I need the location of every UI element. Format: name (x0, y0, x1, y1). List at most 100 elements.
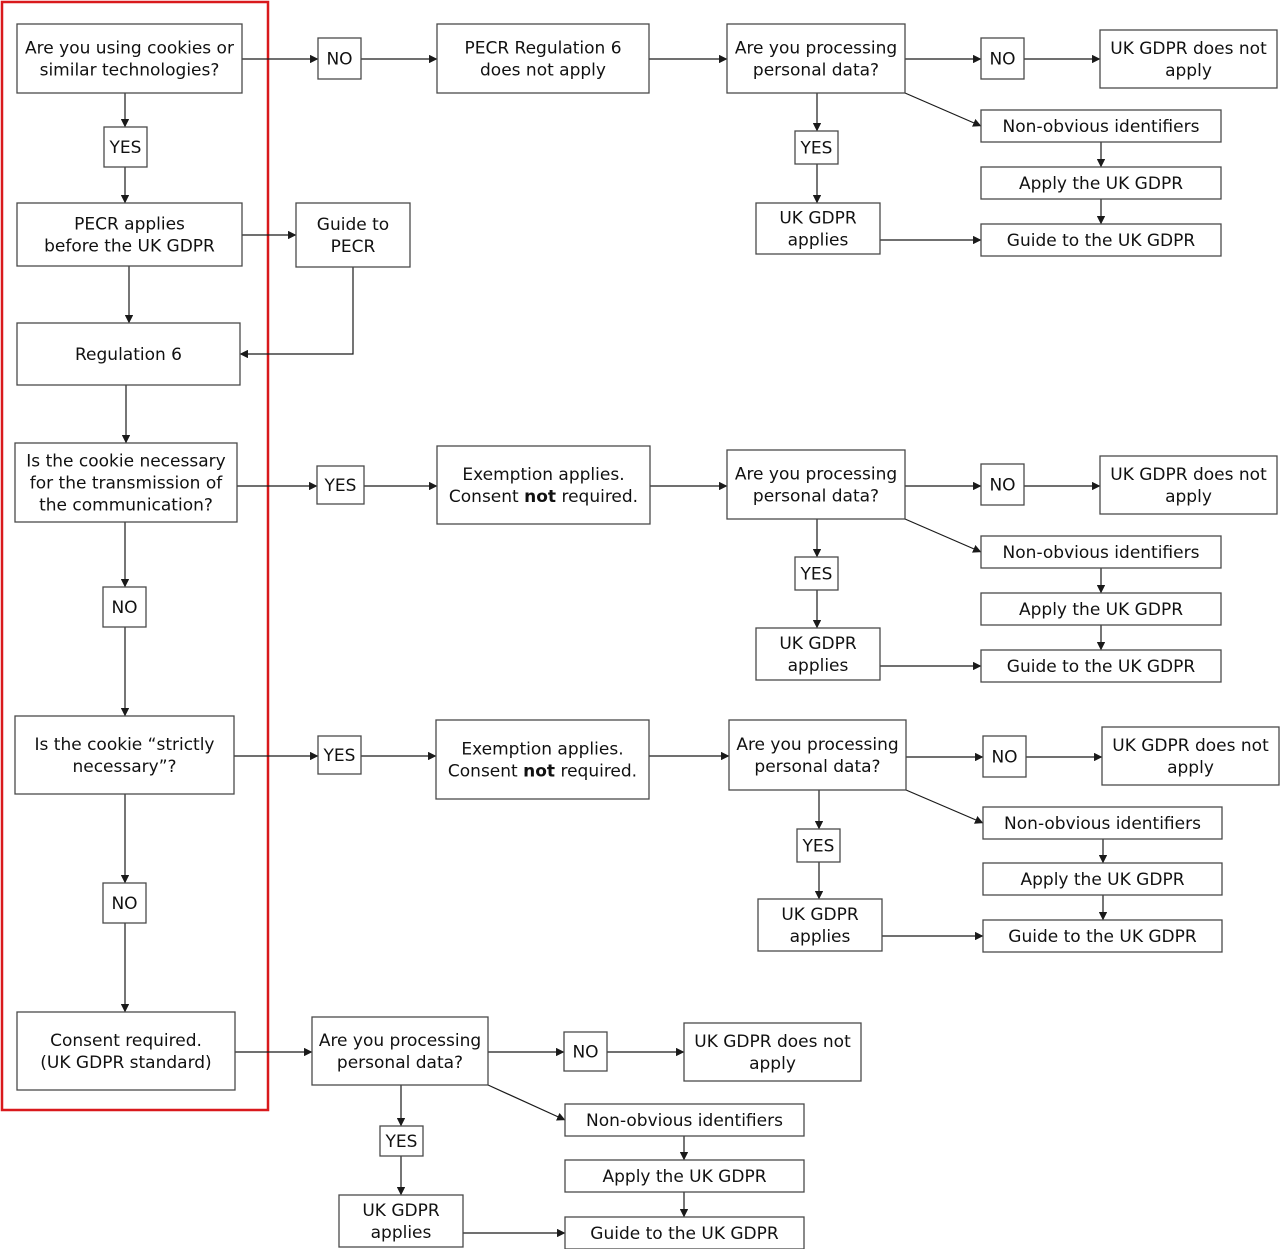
node-label-line: Non-obvious identifiers (586, 1111, 783, 1131)
node-label-line: Is the cookie “strictly (35, 735, 215, 755)
node-label-line: Guide to the UK GDPR (1007, 231, 1196, 251)
node-label-line: personal data? (337, 1053, 463, 1073)
node-label-line: NO (991, 748, 1017, 768)
node-label-line: UK GDPR (779, 634, 857, 654)
node-box (102, 882, 147, 924)
node-label-line: personal data? (754, 757, 880, 777)
node-label-line: Consent not required. (448, 762, 637, 782)
node-box (16, 1011, 236, 1091)
node-label-text: YES (323, 746, 356, 766)
node-box (1099, 455, 1278, 515)
node-box (379, 1125, 424, 1157)
node-label-text: does not apply (480, 61, 606, 81)
node-label-text: YES (802, 837, 835, 857)
node-label-line: UK GDPR (362, 1201, 440, 1221)
node-label-line: Consent required. (50, 1031, 202, 1051)
node-guide3: Guide to the UK GDPR (982, 919, 1223, 953)
node-box (16, 23, 243, 94)
node-label-line: UK GDPR does not (1112, 736, 1269, 756)
node-box (436, 445, 651, 525)
node-label-text: UK GDPR does not (694, 1032, 851, 1052)
node-box (14, 715, 235, 795)
node-label-text: before the UK GDPR (44, 237, 215, 257)
node-label-text: Is the cookie necessary (26, 452, 225, 472)
node-no-left3: NO (102, 882, 147, 924)
node-label-text: Guide to the UK GDPR (1007, 231, 1196, 251)
node-label-line: PECR Regulation 6 (464, 39, 621, 59)
node-box (982, 919, 1223, 953)
node-box (982, 862, 1223, 896)
node-label-text: apply (749, 1054, 796, 1074)
node-label-text: personal data? (753, 487, 879, 507)
node-label-line: necessary”? (72, 757, 176, 777)
node-label-text: the communication? (39, 496, 213, 516)
node-no2b: NO (980, 463, 1025, 506)
node-label-text: Non-obvious identifiers (586, 1111, 783, 1131)
node-no1b: NO (980, 37, 1025, 80)
node-label-text: applies (790, 927, 851, 947)
node-label-line: the communication? (39, 496, 213, 516)
node-applygdpr4: Apply the UK GDPR (564, 1159, 805, 1193)
node-label-line: NO (572, 1043, 598, 1063)
node-label-line: Apply the UK GDPR (1019, 174, 1183, 194)
node-label-text: NO (989, 50, 1015, 70)
node-label-text: Exemption applies. (461, 740, 623, 760)
node-label-line: Is the cookie necessary (26, 452, 225, 472)
node-label-text: Are you processing (319, 1031, 481, 1051)
node-label-line: NO (989, 50, 1015, 70)
node-box (755, 202, 881, 255)
node-box (980, 37, 1025, 80)
node-box (316, 465, 365, 505)
node-exempt3: Exemption applies.Consent not required. (435, 719, 650, 800)
edge-pd4-to-nonobv4 (487, 1084, 566, 1121)
node-label-line: Guide to the UK GDPR (590, 1224, 779, 1244)
node-label-text: Are you using cookies or (25, 39, 234, 59)
flow-edges (120, 54, 1108, 1238)
node-label-line: NO (111, 894, 137, 914)
edge-pd1-to-nonobv1 (904, 92, 982, 127)
node-label-text: apply (1165, 61, 1212, 81)
node-label-line: apply (1167, 758, 1214, 778)
node-label-text: (UK GDPR standard) (40, 1053, 211, 1073)
node-label-line: for the transmission of (30, 474, 223, 494)
node-guide2: Guide to the UK GDPR (980, 649, 1222, 683)
node-label-text: personal data? (753, 61, 879, 81)
node-no-left2: NO (102, 586, 147, 628)
node-box (435, 719, 650, 800)
node-box (980, 223, 1222, 257)
node-label-text: Guide to the UK GDPR (590, 1224, 779, 1244)
node-label-text: Apply the UK GDPR (602, 1167, 766, 1187)
node-label-text: PECR applies (74, 215, 185, 235)
node-box (982, 735, 1027, 778)
node-box (317, 735, 362, 775)
node-label-line: Exemption applies. (462, 465, 624, 485)
node-label-text: required. (556, 487, 638, 507)
node-label-text: NO (572, 1043, 598, 1063)
node-label-line: personal data? (753, 61, 879, 81)
node-label-text: Apply the UK GDPR (1019, 600, 1183, 620)
node-label-text: Guide to the UK GDPR (1008, 927, 1197, 947)
node-label-text: Guide to the UK GDPR (1007, 657, 1196, 677)
node-label-line: YES (800, 565, 833, 585)
node-yes3: YES (317, 735, 362, 775)
node-reg6: Regulation 6 (16, 322, 241, 386)
node-label-text: UK GDPR (362, 1201, 440, 1221)
node-label-line: YES (385, 1132, 418, 1152)
node-label-line: YES (800, 139, 833, 159)
node-box (563, 1031, 608, 1072)
node-box (794, 130, 839, 165)
node-yes4b: YES (379, 1125, 424, 1157)
node-label-line: Non-obvious identifiers (1003, 543, 1200, 563)
node-label-text: Apply the UK GDPR (1019, 174, 1183, 194)
node-nonobv3: Non-obvious identifiers (982, 806, 1223, 840)
node-label-text: Consent (448, 762, 523, 782)
node-box (1101, 726, 1280, 786)
node-box (726, 449, 906, 520)
node-label-line: PECR (331, 237, 376, 257)
